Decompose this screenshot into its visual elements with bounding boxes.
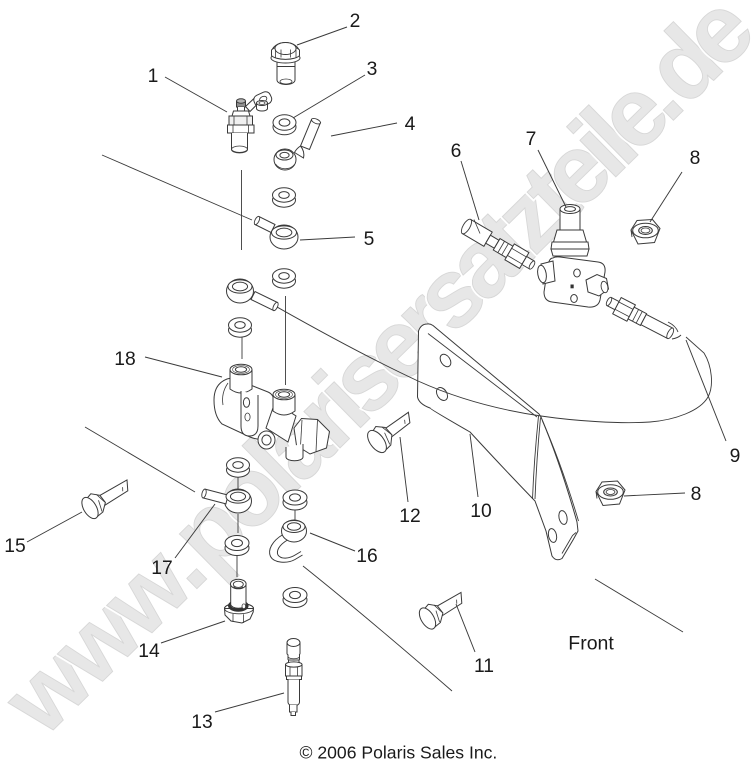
svg-text:Front: Front [568, 632, 614, 654]
svg-text:16: 16 [356, 546, 377, 567]
svg-text:4: 4 [405, 114, 416, 135]
svg-text:1: 1 [148, 66, 159, 87]
svg-text:13: 13 [191, 712, 212, 733]
svg-text:7: 7 [526, 129, 537, 150]
svg-text:© 2006 Polaris Sales Inc.: © 2006 Polaris Sales Inc. [300, 743, 498, 763]
svg-text:10: 10 [470, 501, 491, 522]
svg-text:14: 14 [138, 641, 160, 662]
svg-text:9: 9 [730, 446, 741, 467]
svg-text:11: 11 [474, 656, 494, 677]
svg-text:12: 12 [399, 506, 420, 527]
svg-text:18: 18 [114, 349, 135, 370]
svg-text:5: 5 [364, 229, 375, 250]
svg-text:17: 17 [151, 558, 172, 579]
svg-text:8: 8 [690, 148, 701, 169]
svg-text:15: 15 [4, 536, 25, 557]
svg-text:2: 2 [350, 11, 361, 32]
svg-text:8: 8 [691, 484, 702, 505]
svg-text:6: 6 [451, 141, 462, 162]
svg-text:3: 3 [367, 59, 378, 80]
